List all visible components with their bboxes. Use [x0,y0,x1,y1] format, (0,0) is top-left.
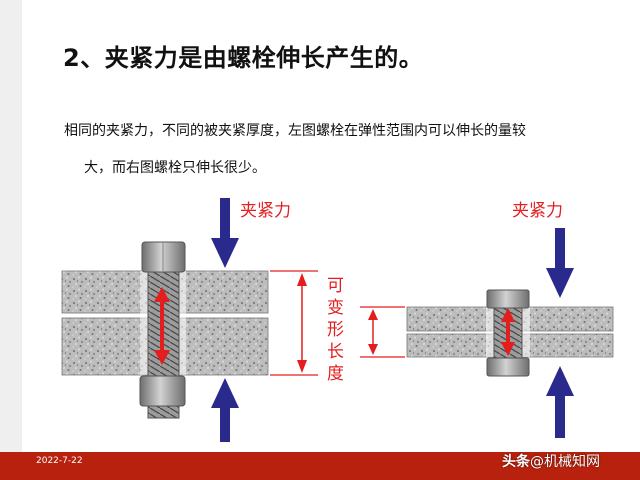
footer-date: 2022-7-22 [36,456,83,466]
slide-title: 2、夹紧力是由螺栓伸长产生的。 [63,44,424,72]
footer-bar [0,452,640,480]
left-bolt-head [141,241,186,273]
paragraph-line-1: 相同的夹紧力，不同的被夹紧厚度，左图螺栓在弹性范围内可以伸长的量较 [64,123,526,139]
left-dimension [270,270,318,376]
right-assembly [360,228,614,438]
watermark-brand: 头条 [502,454,530,470]
right-bolt-head [486,289,530,309]
right-force-label: 夹紧力 [512,201,563,221]
left-top-force-arrow [211,198,239,268]
left-assembly [61,198,318,442]
left-nut [139,375,186,407]
watermark-handle: @机械知网 [530,454,600,470]
bolt-clamping-diagram: 夹紧力 夹紧力 可 变 形 长 度 [61,198,614,442]
right-bolt-stretch-arrow [501,308,515,356]
left-bottom-force-arrow [211,378,239,442]
right-bottom-force-arrow [546,366,574,438]
deformable-length-char: 长 [327,342,344,362]
watermark: 头条@机械知网 [502,451,600,471]
paragraph-line-2: 大，而右图螺栓只伸长很少。 [84,160,266,176]
left-side-band [0,0,22,452]
right-dimension [360,306,405,358]
left-bolt-tail [147,405,180,419]
deformable-length-char: 变 [327,298,344,318]
deformable-length-char: 形 [327,320,344,340]
left-force-label: 夹紧力 [240,201,291,221]
left-bolt-stretch-arrow [154,287,170,365]
deformable-length-char: 可 [327,276,344,296]
deformable-length-label: 可 变 形 长 度 [327,276,344,384]
right-nut [486,357,530,377]
right-top-force-arrow [546,228,574,298]
deformable-length-char: 度 [327,364,344,384]
